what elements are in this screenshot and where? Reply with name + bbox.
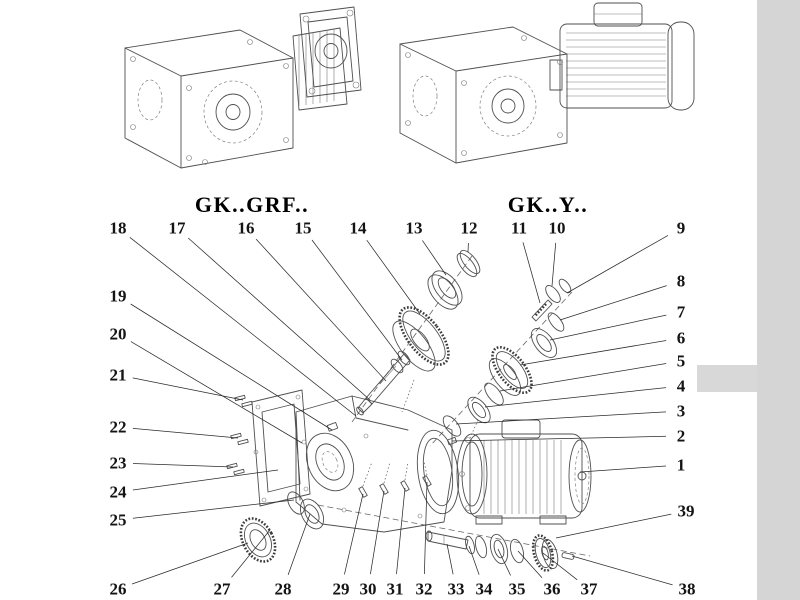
leader-line-32 [424, 481, 428, 575]
leader-line-11 [522, 242, 541, 304]
callout-39: 39 [677, 501, 695, 521]
callout-37: 37 [580, 579, 598, 599]
leader-line-35 [497, 548, 511, 576]
leader-line-2 [451, 435, 667, 442]
callout-16: 16 [237, 218, 255, 238]
callout-17: 17 [168, 218, 186, 238]
bottom-bearing-set [239, 491, 325, 563]
callout-23: 23 [109, 453, 127, 473]
callout-24: 24 [109, 482, 127, 502]
leader-line-3 [455, 411, 667, 425]
callout-3: 3 [676, 401, 686, 421]
leader-line-21 [132, 377, 244, 401]
callout-13: 13 [405, 218, 423, 238]
callout-14: 14 [349, 218, 367, 238]
leader-line-13 [422, 240, 447, 276]
leader-line-36 [517, 550, 543, 579]
callout-7: 7 [676, 302, 686, 322]
flange-bolts [358, 461, 432, 498]
mounting-screws [226, 394, 253, 476]
leader-line-8 [559, 285, 667, 321]
gear-housing [295, 395, 460, 533]
cover-plate [251, 389, 311, 507]
callout-6: 6 [676, 328, 686, 348]
leader-line-1 [579, 465, 667, 473]
leader-line-19 [130, 303, 333, 431]
drawing-gk-grf [124, 6, 362, 169]
callout-10: 10 [548, 218, 566, 238]
leader-line-26 [131, 542, 249, 585]
callout-9: 9 [676, 218, 686, 238]
leader-line-23 [132, 463, 234, 468]
callout-18: 18 [109, 218, 127, 238]
leader-lines [129, 235, 673, 586]
callout-22: 22 [109, 417, 127, 437]
callout-31: 31 [386, 579, 404, 599]
leader-line-25 [132, 499, 295, 519]
leader-line-9 [566, 235, 669, 294]
callout-12: 12 [460, 218, 478, 238]
leader-line-37 [542, 552, 578, 581]
leader-line-22 [132, 428, 239, 439]
callout-5: 5 [676, 351, 686, 371]
callout-29: 29 [332, 579, 350, 599]
output-shaft-assembly [425, 530, 575, 572]
callout-25: 25 [109, 510, 127, 530]
variant-title-left: GK..GRF.. [194, 192, 310, 217]
leader-line-34 [468, 545, 480, 575]
callout-2: 2 [676, 426, 686, 446]
callout-28: 28 [274, 579, 292, 599]
callout-4: 4 [676, 376, 686, 396]
intermediate-pinion-set [442, 278, 572, 439]
leader-line-24 [132, 469, 279, 491]
input-gear-set [356, 249, 481, 416]
callout-35: 35 [508, 579, 526, 599]
callout-34: 34 [475, 579, 493, 599]
callout-19: 19 [109, 286, 127, 306]
leader-line-33 [446, 543, 454, 575]
callout-21: 21 [109, 365, 127, 385]
leader-line-6 [519, 340, 667, 366]
callout-20: 20 [109, 324, 127, 344]
leader-line-17 [187, 237, 371, 401]
leader-line-30 [370, 490, 385, 575]
callout-1: 1 [676, 455, 686, 475]
leader-line-4 [484, 387, 667, 408]
callout-36: 36 [543, 579, 561, 599]
leader-line-14 [366, 239, 421, 315]
callout-30: 30 [359, 579, 377, 599]
callout-32: 32 [415, 579, 433, 599]
variant-title-right: GK..Y.. [507, 192, 589, 217]
leader-line-7 [549, 314, 667, 341]
leader-line-18 [129, 237, 357, 417]
leader-line-39 [555, 513, 672, 539]
callout-33: 33 [447, 579, 465, 599]
leader-line-31 [396, 487, 406, 575]
callout-15: 15 [294, 218, 312, 238]
callout-27: 27 [213, 579, 231, 599]
leader-line-10 [551, 242, 557, 287]
page-edge-strip [757, 0, 800, 600]
leader-line-5 [499, 363, 667, 392]
callout-38: 38 [678, 579, 696, 599]
callout-26: 26 [109, 579, 127, 599]
leader-line-29 [344, 493, 364, 575]
leader-line-28 [287, 513, 311, 576]
leader-line-20 [130, 341, 303, 444]
leader-line-15 [311, 239, 403, 361]
page-edge-notch [697, 365, 757, 392]
drawing-gk-y [399, 2, 695, 164]
exploded-view [129, 235, 673, 586]
callout-11: 11 [510, 218, 528, 238]
leader-line-27 [231, 529, 271, 578]
callout-8: 8 [676, 271, 686, 291]
electric-motor [446, 419, 592, 525]
leader-line-38 [571, 555, 673, 586]
leader-line-16 [255, 238, 387, 382]
